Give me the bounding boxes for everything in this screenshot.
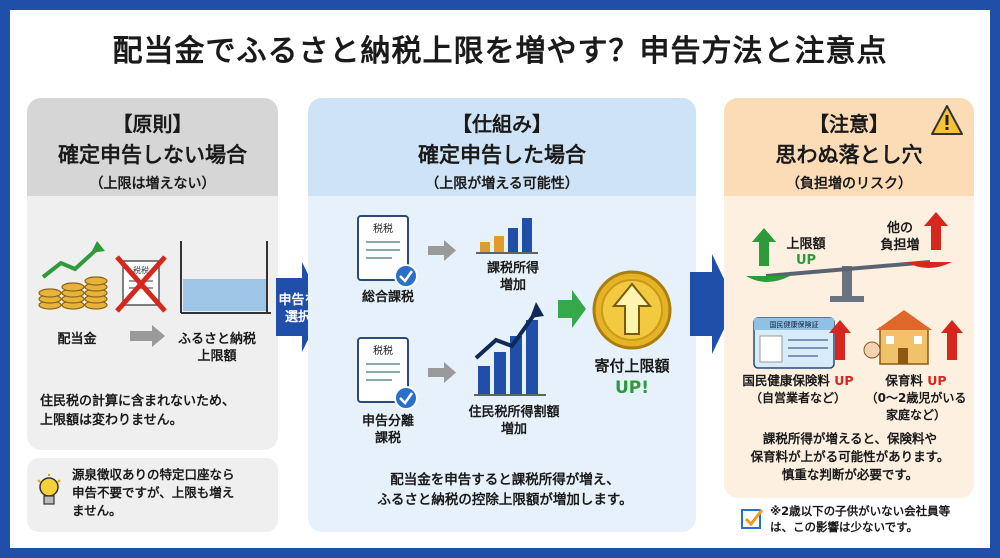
doc2-label: 税税 (373, 344, 393, 357)
result2-label: 住民税所得割額 増加 (468, 405, 560, 437)
doc2-caption: 申告分離 課税 (361, 414, 414, 446)
lightbulb-icon (37, 474, 61, 505)
nursery-note: （0～2歳児がいる 家庭など） (865, 391, 967, 422)
mechanism-bracket: 【仕組み】 (452, 112, 552, 136)
coin-caption: 寄付上限額 (594, 357, 670, 375)
mechanism-subheading: （上限が増える可能性） (425, 176, 579, 192)
trend-up-icon (41, 241, 105, 279)
crossed-tax-document-icon: 税税 (115, 255, 167, 313)
tip-text: 源泉徴収ありの特定口座なら 申告不要ですが、上限も増え ません。 (72, 467, 235, 518)
left-doc-label: 税税 (133, 265, 149, 275)
red-up-arrow-icon-1 (924, 212, 948, 250)
insurance-label: 国民健康保険料 UP (732, 372, 864, 389)
grey-arrow-icon (130, 325, 165, 347)
left-illustration: 税税 (38, 241, 271, 347)
coin-up-text: UP! (614, 378, 650, 398)
grey-arrow-icon-2 (428, 362, 456, 383)
left-body-text: 住民税の計算に含まれないため、 上限額は変わりません。 (40, 394, 236, 428)
scale-left-up: UP (795, 253, 817, 268)
column-caution-header: 【注意】 思わぬ落とし穴 （負担増のリスク） (724, 98, 974, 196)
insurance-up: UP (834, 373, 854, 388)
choice-arrow-label: 申告を 選択 (278, 293, 318, 325)
right-body-text: 課税所得が増えると、保険料や 保育料が上がる可能性があります。 慎重な判断が必要… (750, 431, 950, 482)
nursery-label: 保育料 UP (862, 372, 970, 389)
nursery-up: UP (927, 373, 947, 388)
bar-chart-small-icon (476, 218, 538, 254)
checkbox-icon (741, 509, 764, 529)
principle-bracket: 【原則】 (112, 112, 193, 136)
nursery-building-icon (863, 310, 932, 365)
footnote-text: ※2歳以下の子供がいない会社員等 は、この影響は少ないです。 (770, 504, 951, 534)
scale-left-label: 上限額 (786, 237, 826, 252)
caution-bracket: 【注意】 (809, 112, 889, 136)
red-up-arrow-icon-2 (829, 320, 851, 360)
insurance-card-icon: 国民健康保険証 (753, 317, 835, 369)
red-up-arrow-icon-3 (941, 320, 963, 360)
warning-icon (931, 105, 963, 135)
label-dividend: 配当金 (57, 332, 97, 347)
card-title-text: 国民健康保険証 (770, 320, 819, 329)
mechanism-heading: 確定申告した場合 (418, 143, 586, 167)
flat-limit-chart-icon (180, 241, 271, 314)
column-mechanism-header: 【仕組み】 確定申告した場合 （上限が増える可能性） (308, 98, 696, 196)
tax-document-icon-1: 税税 (357, 215, 418, 288)
to-caution-arrow-icon (690, 254, 736, 354)
gold-coin-up-icon (592, 270, 672, 350)
grey-arrow-icon-1 (428, 240, 456, 261)
balance-scale-icon (746, 260, 952, 302)
middle-illustration: 税税 税税 (357, 215, 672, 410)
right-illustration: 国民健康保険証 (746, 212, 963, 369)
page-title: 配当金でふるさと納税上限を増やす？申告方法と注意点 (112, 34, 888, 69)
insurance-label-text: 国民健康保険料 (742, 373, 830, 388)
caution-subheading: （負担増のリスク） (786, 176, 912, 192)
caution-heading: 思わぬ落とし穴 (775, 143, 923, 167)
doc1-label: 税税 (373, 222, 393, 235)
doc1-caption: 総合課税 (361, 290, 414, 305)
green-arrow-icon (558, 290, 586, 328)
nursery-label-text: 保育料 (885, 373, 923, 388)
tax-document-icon-2: 税税 (357, 337, 418, 410)
coins-icon (38, 276, 108, 310)
column-principle: 【原則】 確定申告しない場合 （上限は増えない） (27, 98, 278, 450)
insurance-note: （自営業者など） (749, 391, 846, 405)
result1-label: 課税所得 増加 (486, 261, 539, 293)
tip-box (27, 458, 278, 532)
bar-chart-growth-icon (474, 302, 546, 396)
middle-body-text: 配当金を申告すると課税所得が増え、 ふるさと納税の控除上限額が増加します。 (377, 472, 633, 508)
column-principle-header: 【原則】 確定申告しない場合 （上限は増えない） (27, 98, 278, 196)
label-furusato-limit: ふるさと納税 上限額 (177, 332, 256, 364)
principle-heading: 確定申告しない場合 (58, 143, 247, 167)
green-up-arrow-icon (752, 228, 776, 266)
scale-right-label: 他の 負担増 (880, 221, 920, 253)
principle-subheading: （上限は増えない） (89, 176, 216, 192)
